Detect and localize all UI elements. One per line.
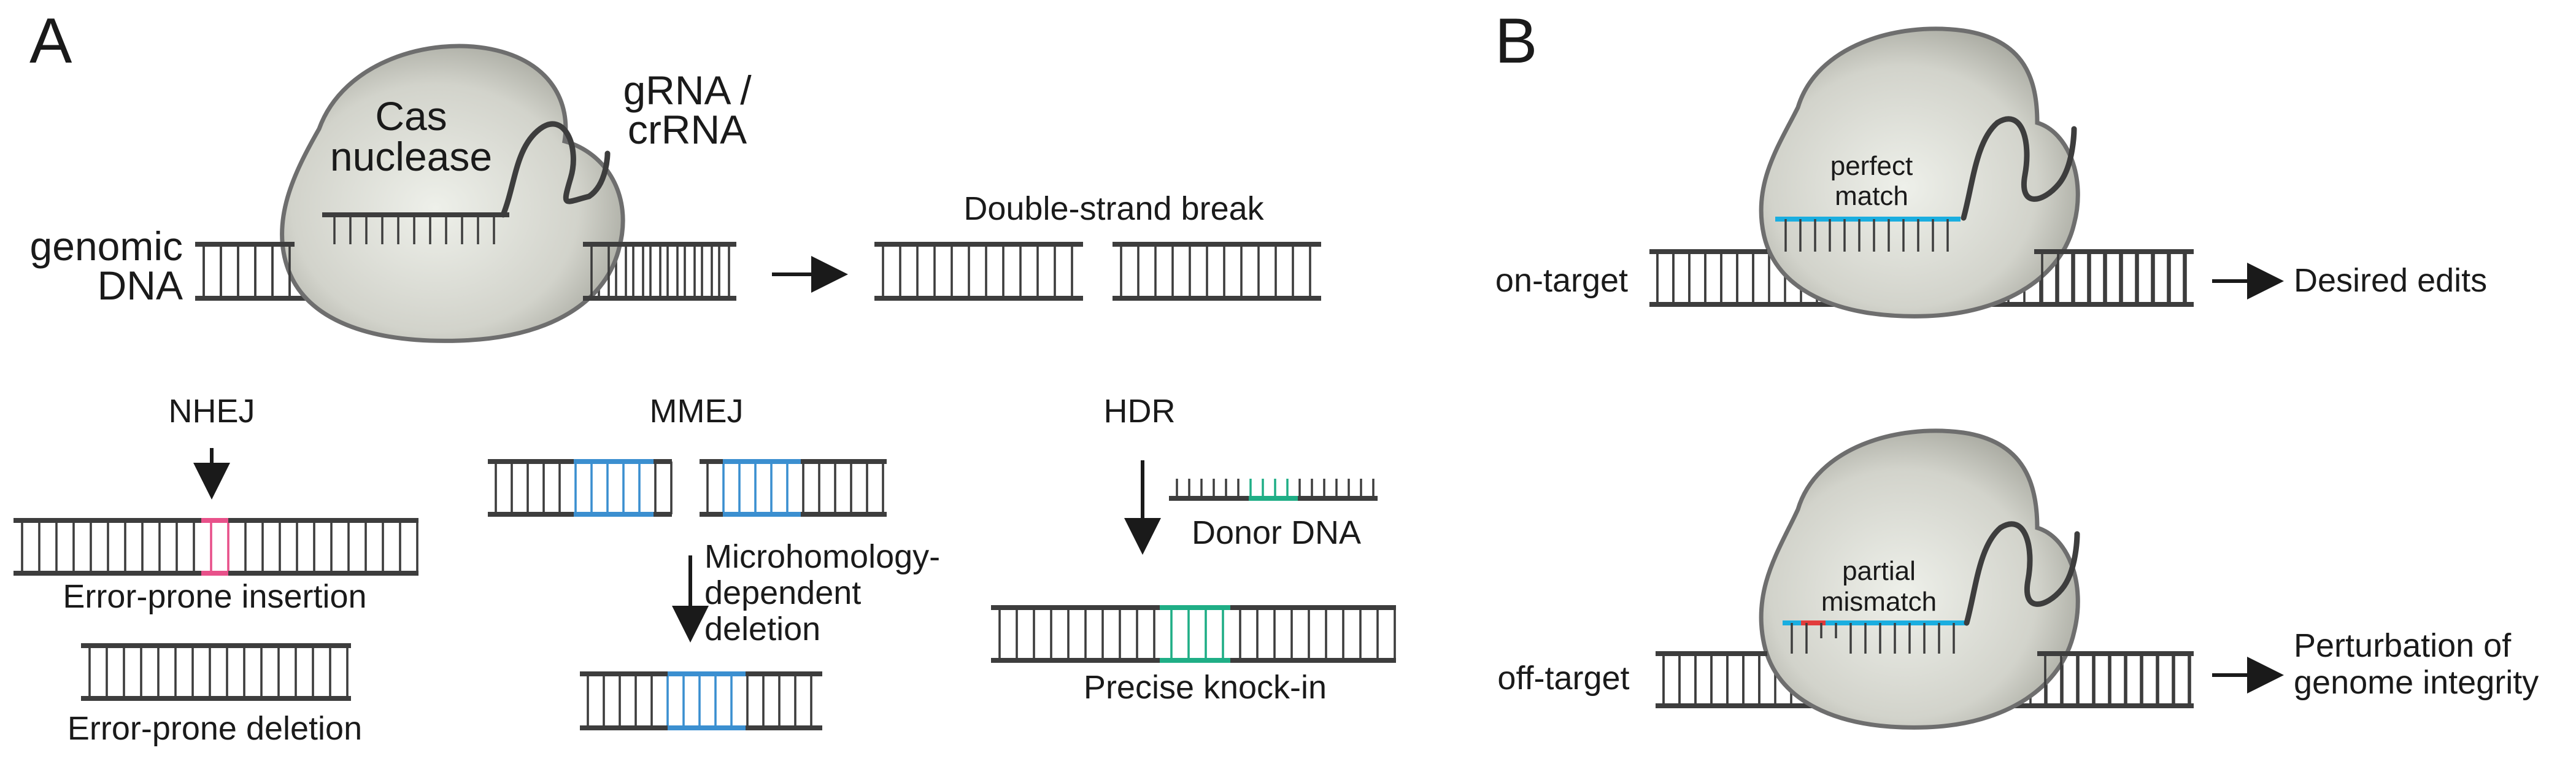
mmej-step-line1: Microhomology-: [704, 538, 940, 575]
guide-label-line2: crRNA: [628, 107, 747, 152]
nhej-deletion-dna: [81, 643, 351, 701]
off-target-outcome-line2: genome integrity: [2294, 664, 2539, 701]
panel-b-letter: B: [1495, 6, 1537, 77]
donor-label: Donor DNA: [1192, 514, 1361, 551]
genomic-dna-top: [195, 44, 736, 343]
cas-nuclease-body: [280, 44, 625, 343]
panel-a-letter: A: [29, 6, 72, 77]
dna-label-line2: DNA: [98, 263, 183, 308]
on-target-match-line1: perfect: [1830, 151, 1913, 181]
off-target-outcome-line1: Perturbation of: [2294, 627, 2512, 664]
guide-rna: [322, 212, 509, 244]
panel-a: A Cas nuclease gRNA / crRNA genomic DNA …: [13, 6, 1396, 747]
hdr-title: HDR: [1104, 393, 1176, 430]
mmej-right-fragment: [700, 459, 887, 517]
nhej-insertion-dna: [13, 518, 418, 576]
on-target-complex: [1649, 26, 2194, 319]
donor-dna: [1169, 479, 1378, 501]
guide-rna-loop: [500, 121, 611, 218]
off-target-nuclease-body: [1759, 428, 2080, 730]
mmej-title: MMEJ: [650, 393, 744, 430]
off-target-dna-front: [1656, 620, 2194, 708]
off-target-complex: [1656, 428, 2194, 730]
nhej-title: NHEJ: [168, 393, 255, 430]
dsb-left-fragment: [874, 242, 1083, 301]
on-target-guide-loop: [1961, 116, 2077, 221]
on-target-match-line2: match: [1835, 181, 1908, 211]
hdr-result-dna: [991, 605, 1396, 663]
nhej-deletion-label: Error-prone deletion: [67, 710, 362, 747]
panel-b: B perfect match on-target Desired edits …: [1495, 6, 2539, 730]
dna-ladder-front: [195, 242, 736, 301]
cas-label-line1: Cas: [375, 93, 447, 139]
off-target-match-line1: partial: [1842, 556, 1916, 586]
mmej-step-line3: deletion: [704, 611, 820, 647]
off-target-guide-loop: [1964, 521, 2080, 626]
off-target-match-line2: mismatch: [1821, 587, 1937, 617]
cas-label-line2: nuclease: [330, 134, 492, 179]
hdr-result-label: Precise knock-in: [1084, 669, 1327, 706]
dsb-right-fragment: [1113, 242, 1321, 301]
dna-label-line1: genomic: [30, 223, 183, 269]
mmej-result-dna: [580, 671, 822, 730]
guide-label-line1: gRNA /: [623, 68, 752, 113]
dsb-label: Double-strand break: [963, 190, 1264, 227]
on-target-outcome: Desired edits: [2294, 262, 2487, 299]
off-target-label: off-target: [1497, 660, 1629, 697]
nhej-insertion-label: Error-prone insertion: [63, 578, 366, 615]
on-target-nuclease-body: [1759, 26, 2080, 319]
mmej-left-fragment: [488, 459, 673, 517]
on-target-label: on-target: [1495, 262, 1628, 299]
mmej-step-line2: dependent: [704, 574, 861, 611]
on-target-dna-front: [1649, 217, 2194, 307]
